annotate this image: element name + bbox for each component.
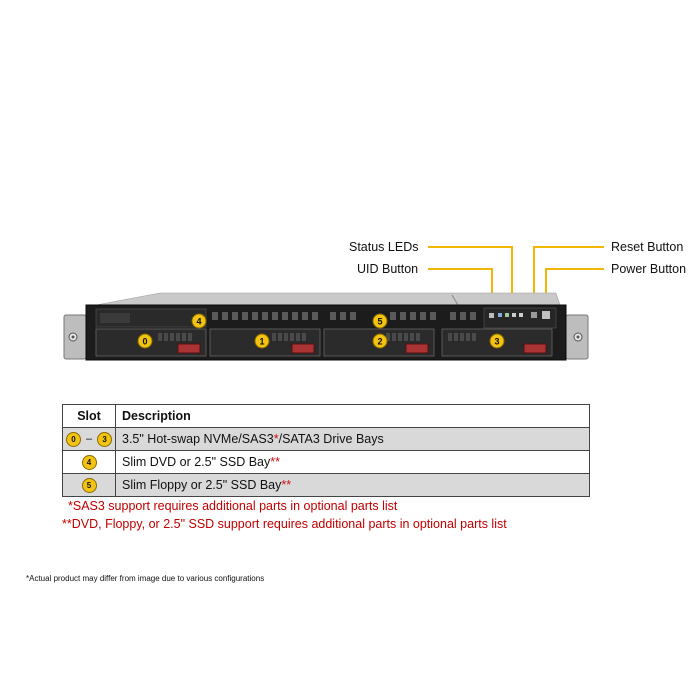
slot-legend-table: Slot Description 0–3 3.5" Hot-swap NVMe/…	[62, 404, 590, 497]
bay-badge-1: 1	[259, 337, 264, 347]
reset-button[interactable]	[531, 312, 537, 318]
bay-badge-3: 3	[494, 337, 499, 347]
server-chassis-front: 4 5 0 1 2 3	[63, 246, 604, 361]
bay-badges: 4 5 0 1 2 3	[137, 313, 505, 349]
description-text: 3.5" Hot-swap NVMe/SAS3	[122, 432, 274, 446]
status-led	[512, 313, 516, 317]
status-led	[519, 313, 523, 317]
status-led	[498, 313, 502, 317]
description-text: Slim DVD or 2.5" SSD Bay	[122, 455, 271, 469]
description-cell: Slim DVD or 2.5" SSD Bay**	[115, 450, 590, 474]
description-text: /SATA3 Drive Bays	[278, 432, 384, 446]
slot-cell: 5	[62, 473, 116, 497]
reset-button-label: Reset Button	[611, 240, 684, 254]
description-column-header: Description	[115, 404, 590, 428]
description-cell: 3.5" Hot-swap NVMe/SAS3*/SATA3 Drive Bay…	[115, 427, 590, 451]
uid-button[interactable]	[489, 313, 494, 318]
bay-badge-0: 0	[142, 337, 147, 347]
power-button-callout-line	[545, 268, 604, 303]
sas3-footnote: *SAS3 support requires additional parts …	[68, 499, 398, 513]
table-row: 5 Slim Floppy or 2.5" SSD Bay**	[62, 473, 590, 497]
table-row: 0–3 3.5" Hot-swap NVMe/SAS3*/SATA3 Drive…	[62, 427, 590, 451]
slot-badge: 5	[81, 477, 97, 493]
status-leds-label: Status LEDs	[349, 240, 419, 254]
slot-cell: 0–3	[62, 427, 116, 451]
slot-badge: 3	[97, 431, 113, 447]
status-led	[505, 313, 509, 317]
bay-badge-4: 4	[196, 317, 201, 327]
bay-badge-2: 2	[377, 337, 382, 347]
control-panel	[483, 307, 557, 329]
slot-column-header: Slot	[62, 404, 116, 428]
description-text: Slim Floppy or 2.5" SSD Bay	[122, 478, 282, 492]
power-button[interactable]	[542, 311, 550, 319]
callout-lines	[428, 246, 604, 303]
slot-badge: 4	[81, 454, 97, 470]
uid-button-callout-line	[428, 268, 493, 303]
footnote-mark: **	[270, 455, 280, 469]
description-cell: Slim Floppy or 2.5" SSD Bay**	[115, 473, 590, 497]
table-header-row: Slot Description	[62, 404, 590, 428]
drive-bay-2[interactable]	[323, 328, 435, 357]
dvd-footnote: **DVD, Floppy, or 2.5" SSD support requi…	[62, 517, 507, 531]
bay-badge-5: 5	[377, 317, 382, 327]
uid-button-label: UID Button	[357, 262, 419, 276]
slot-cell: 4	[62, 450, 116, 474]
footnote-mark: *	[273, 432, 279, 446]
disclaimer-text: *Actual product may differ from image du…	[26, 574, 265, 583]
footnote-mark: **	[281, 478, 292, 492]
left-rack-ear	[63, 314, 87, 360]
slot-range-dash: –	[85, 433, 93, 446]
right-rack-ear	[565, 314, 589, 360]
slot-badge: 0	[65, 431, 81, 447]
power-button-label: Power Button	[611, 262, 687, 276]
upper-row	[95, 307, 557, 329]
status-leds-callout-line	[428, 246, 513, 303]
reset-button-callout-line	[533, 246, 604, 303]
hot-swap-bays	[95, 328, 553, 357]
table-row: 4 Slim DVD or 2.5" SSD Bay**	[62, 450, 590, 474]
chassis-top-cover	[95, 292, 561, 306]
